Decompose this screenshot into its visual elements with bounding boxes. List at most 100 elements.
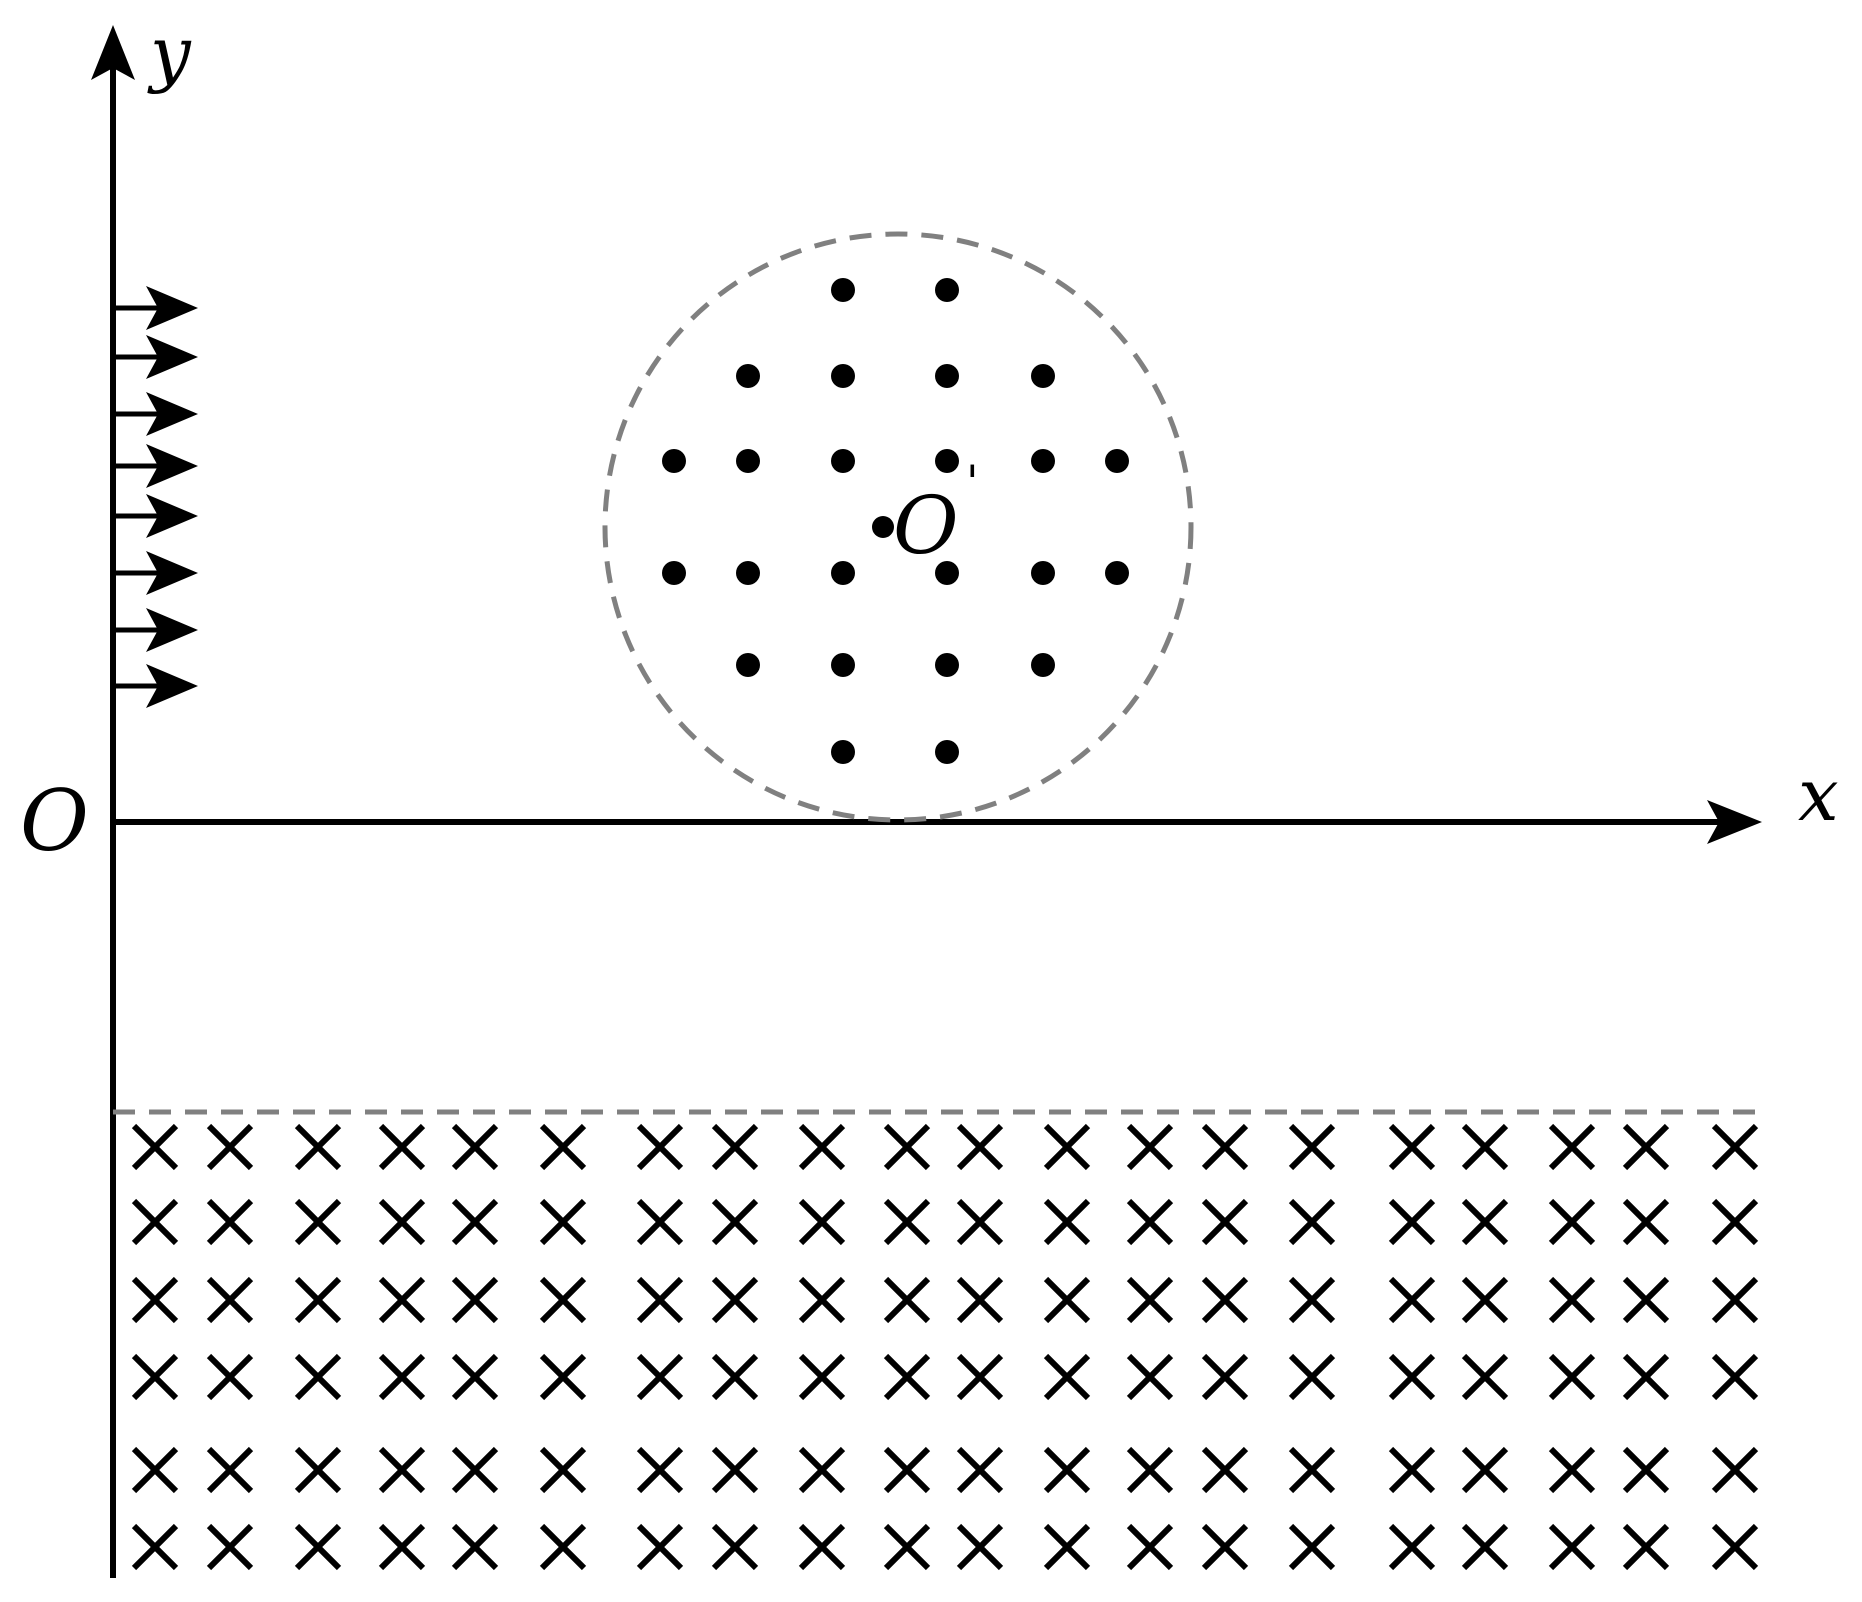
field-cross [1043,1446,1091,1494]
field-cross [1126,1353,1174,1401]
field-cross [883,1353,931,1401]
field-cross [378,1353,426,1401]
field-cross [378,1523,426,1571]
field-dot [935,561,959,585]
field-cross [1548,1523,1596,1571]
field-cross [636,1353,684,1401]
field-cross [1201,1198,1249,1246]
field-cross [451,1123,499,1171]
field-cross [1126,1446,1174,1494]
x-axis: x [113,753,1839,844]
magnetic-field-circle-boundary [602,231,1194,823]
field-cross [378,1123,426,1171]
field-cross [956,1123,1004,1171]
field-cross [883,1446,931,1494]
field-cross [711,1523,759,1571]
field-cross [131,1523,179,1571]
field-cross [1548,1123,1596,1171]
field-cross [206,1353,254,1401]
field-cross [451,1198,499,1246]
field-cross [1388,1523,1436,1571]
field-cross [1201,1123,1249,1171]
field-cross [1461,1123,1509,1171]
field-cross [1288,1353,1336,1401]
field-dot [831,364,855,388]
field-cross [1201,1276,1249,1324]
field-dot [662,561,686,585]
field-cross [1043,1123,1091,1171]
field-cross [1201,1353,1249,1401]
origin-label: O [20,772,89,870]
field-cross [206,1446,254,1494]
field-cross [1622,1523,1670,1571]
field-cross [1288,1523,1336,1571]
field-cross [956,1198,1004,1246]
field-cross [1043,1198,1091,1246]
field-cross [1461,1276,1509,1324]
electric-field-arrow [116,664,198,708]
field-dot [831,740,855,764]
field-cross [451,1276,499,1324]
field-cross [1126,1123,1174,1171]
field-cross [1548,1198,1596,1246]
circle-center-label: O ' [893,455,979,572]
field-cross [294,1276,342,1324]
field-cross [1388,1123,1436,1171]
field-cross [1622,1276,1670,1324]
circle-center-letter: O [893,479,959,572]
field-dot [1031,653,1055,677]
field-cross [1711,1446,1759,1494]
field-cross [206,1276,254,1324]
field-cross [798,1123,846,1171]
field-cross [956,1446,1004,1494]
field-cross [1388,1446,1436,1494]
field-cross [539,1198,587,1246]
field-cross [1548,1353,1596,1401]
field-dot [935,364,959,388]
field-cross [131,1446,179,1494]
field-cross [883,1123,931,1171]
field-cross [883,1198,931,1246]
field-cross [636,1523,684,1571]
field-cross [294,1446,342,1494]
field-cross [451,1523,499,1571]
field-cross [1548,1276,1596,1324]
field-cross [539,1276,587,1324]
x-axis-label: x [1798,753,1839,837]
field-cross [636,1276,684,1324]
field-cross [378,1276,426,1324]
field-cross [636,1123,684,1171]
field-cross [1461,1523,1509,1571]
field-cross [206,1198,254,1246]
field-cross [294,1353,342,1401]
electric-field-arrow [116,551,198,595]
electric-field-arrows [116,286,198,708]
field-cross [131,1123,179,1171]
electric-field-arrow [116,392,198,436]
field-cross [1622,1123,1670,1171]
field-cross [1711,1123,1759,1171]
circle-center-dot [872,516,894,538]
field-cross [1461,1446,1509,1494]
field-cross [883,1523,931,1571]
field-cross [378,1446,426,1494]
field-cross [1388,1276,1436,1324]
field-cross [539,1353,587,1401]
field-cross [451,1446,499,1494]
field-dot [935,449,959,473]
field-dot [831,561,855,585]
field-cross [1622,1198,1670,1246]
field-dot [935,740,959,764]
field-cross [636,1446,684,1494]
field-cross [636,1198,684,1246]
field-cross [798,1523,846,1571]
field-dot [736,449,760,473]
electric-field-arrow [116,608,198,652]
field-cross [378,1198,426,1246]
field-dot [935,278,959,302]
field-cross [206,1123,254,1171]
field-cross [1043,1353,1091,1401]
field-dot [1031,449,1055,473]
field-dot [1105,561,1129,585]
field-cross [1126,1198,1174,1246]
